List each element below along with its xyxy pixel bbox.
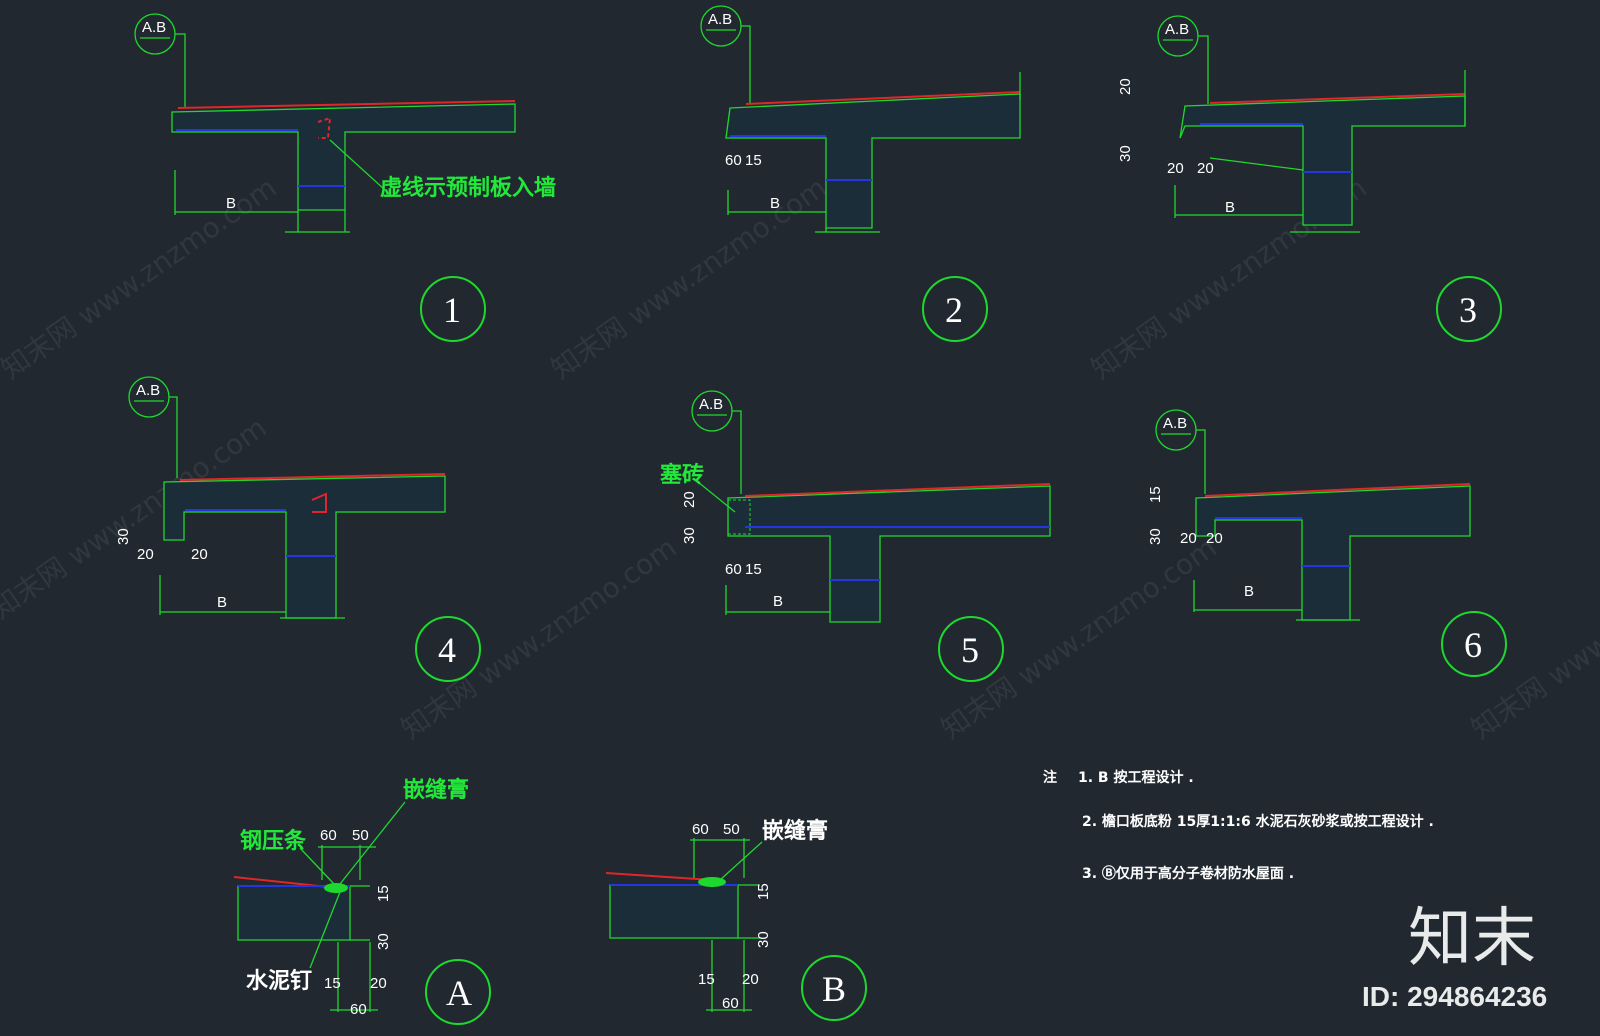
dim-label: 20 bbox=[1206, 530, 1223, 547]
ref-tag-label: A.B bbox=[136, 382, 160, 399]
watermark-text: 知末网 www.znzmo.com bbox=[0, 411, 272, 626]
dim-label: 60 bbox=[320, 827, 337, 844]
brand-watermark: 知末 ID: 294864236 bbox=[1362, 902, 1547, 1012]
dim-label: 20 bbox=[137, 546, 154, 563]
note-1: 1. B 按工程设计 . bbox=[1078, 769, 1194, 786]
dim-label: 30 bbox=[115, 528, 132, 545]
dim-label: 20 bbox=[1197, 160, 1214, 177]
ref-tag-symbol: A.B bbox=[1155, 409, 1206, 494]
ref-tag-symbol: A.B bbox=[134, 13, 186, 108]
dim-label: 15 bbox=[1147, 486, 1164, 503]
dim-label: 30 bbox=[681, 527, 698, 544]
dim-label: 60 bbox=[692, 821, 709, 838]
ref-tag-symbol: A.B bbox=[691, 390, 742, 494]
dim-label: 20 bbox=[681, 491, 698, 508]
dim-label: 60 bbox=[725, 561, 742, 578]
detail-6: A.B 15 30 20 20 B 6 bbox=[1147, 409, 1507, 677]
dim-label: 15 bbox=[745, 152, 762, 169]
span-dimension-label: B bbox=[770, 195, 780, 212]
dim-label: 20 bbox=[191, 546, 208, 563]
detail-3-number: 3 bbox=[1459, 290, 1477, 330]
label-steel-strip: 钢压条 bbox=[240, 828, 307, 854]
brand-id: ID: 294864236 bbox=[1362, 981, 1547, 1012]
dim-label: 15 bbox=[375, 885, 392, 902]
detail-1-note: 虚线示预制板入墙 bbox=[380, 175, 556, 201]
label-sealant: 嵌缝膏 bbox=[403, 777, 469, 803]
ref-tag-label: A.B bbox=[1163, 415, 1187, 432]
watermark-layer: 知末网 www.znzmo.com 知末网 www.znzmo.com 知末网 … bbox=[0, 171, 1600, 746]
dim-label: 20 bbox=[370, 975, 387, 992]
dim-label: 15 bbox=[698, 971, 715, 988]
dim-label: 50 bbox=[352, 827, 369, 844]
watermark-text: 知末网 www.znzmo.com bbox=[0, 171, 282, 386]
notes-heading: 注 bbox=[1043, 769, 1057, 786]
detail-2-number: 2 bbox=[945, 290, 963, 330]
notes-block: 注 1. B 按工程设计 . 2. 檐口板底粉 15厚1:1:6 水泥石灰砂浆或… bbox=[1043, 769, 1434, 882]
detail-b-letter: B bbox=[822, 969, 846, 1009]
dim-label: 20 bbox=[742, 971, 759, 988]
dim-label: 30 bbox=[375, 933, 392, 950]
span-dimension-label: B bbox=[217, 594, 227, 611]
span-dimension-label: B bbox=[1225, 199, 1235, 216]
detail-4-number: 4 bbox=[438, 630, 456, 670]
detail-b: 60 50 嵌缝膏 15 30 15 20 60 B bbox=[605, 818, 867, 1021]
dim-label: 50 bbox=[723, 821, 740, 838]
dim-label: 60 bbox=[722, 995, 739, 1012]
dim-label: 30 bbox=[1117, 145, 1134, 162]
ref-tag-symbol: A.B bbox=[700, 5, 751, 104]
detail-5-note: 塞砖 bbox=[660, 462, 704, 488]
span-dimension-label: B bbox=[226, 195, 236, 212]
dim-label: 15 bbox=[324, 975, 341, 992]
detail-1-number: 1 bbox=[443, 290, 461, 330]
detail-1: A.B B 虚线示预制板入墙 1 bbox=[134, 13, 556, 342]
dim-label: 30 bbox=[1147, 528, 1164, 545]
detail-5-number: 5 bbox=[961, 630, 979, 670]
brand-logo-text: 知末 bbox=[1408, 902, 1536, 976]
ref-tag-symbol: A.B bbox=[1157, 15, 1209, 104]
note-3: 3. Ⓑ仅用于高分子卷材防水屋面 . bbox=[1082, 865, 1294, 882]
ref-tag-label: A.B bbox=[142, 19, 166, 36]
dim-label: 60 bbox=[725, 152, 742, 169]
label-sealant: 嵌缝膏 bbox=[762, 818, 828, 844]
dim-label: 20 bbox=[1167, 160, 1184, 177]
ref-tag-symbol: A.B bbox=[128, 376, 178, 478]
span-dimension-label: B bbox=[1244, 583, 1254, 600]
dim-label: 20 bbox=[1180, 530, 1197, 547]
watermark-text: 知末网 www.znzmo.com bbox=[1465, 531, 1600, 746]
note-2: 2. 檐口板底粉 15厚1:1:6 水泥石灰砂浆或按工程设计 . bbox=[1082, 813, 1434, 830]
dim-label: 15 bbox=[755, 883, 772, 900]
detail-5: A.B 塞砖 20 30 60 15 B 5 bbox=[660, 390, 1051, 682]
detail-2: A.B 60 15 B 2 bbox=[700, 5, 1021, 342]
detail-4: A.B 30 20 20 B 4 bbox=[115, 376, 481, 682]
detail-3: A.B 20 30 20 20 B 3 bbox=[1117, 15, 1502, 342]
ref-tag-label: A.B bbox=[1165, 21, 1189, 38]
dim-label: 20 bbox=[1117, 78, 1134, 95]
label-cement-nail: 水泥钉 bbox=[246, 968, 312, 994]
ref-tag-label: A.B bbox=[708, 11, 732, 28]
detail-a-letter: A bbox=[446, 973, 472, 1013]
dim-label: 15 bbox=[745, 561, 762, 578]
watermark-text: 知末网 www.znzmo.com bbox=[545, 171, 832, 386]
dim-label: 60 bbox=[350, 1001, 367, 1018]
ref-tag-label: A.B bbox=[699, 396, 723, 413]
detail-6-number: 6 bbox=[1464, 625, 1482, 665]
dim-label: 30 bbox=[755, 931, 772, 948]
detail-a: 60 50 钢压条 嵌缝膏 水泥钉 15 30 15 20 60 A bbox=[233, 777, 491, 1025]
span-dimension-label: B bbox=[773, 593, 783, 610]
